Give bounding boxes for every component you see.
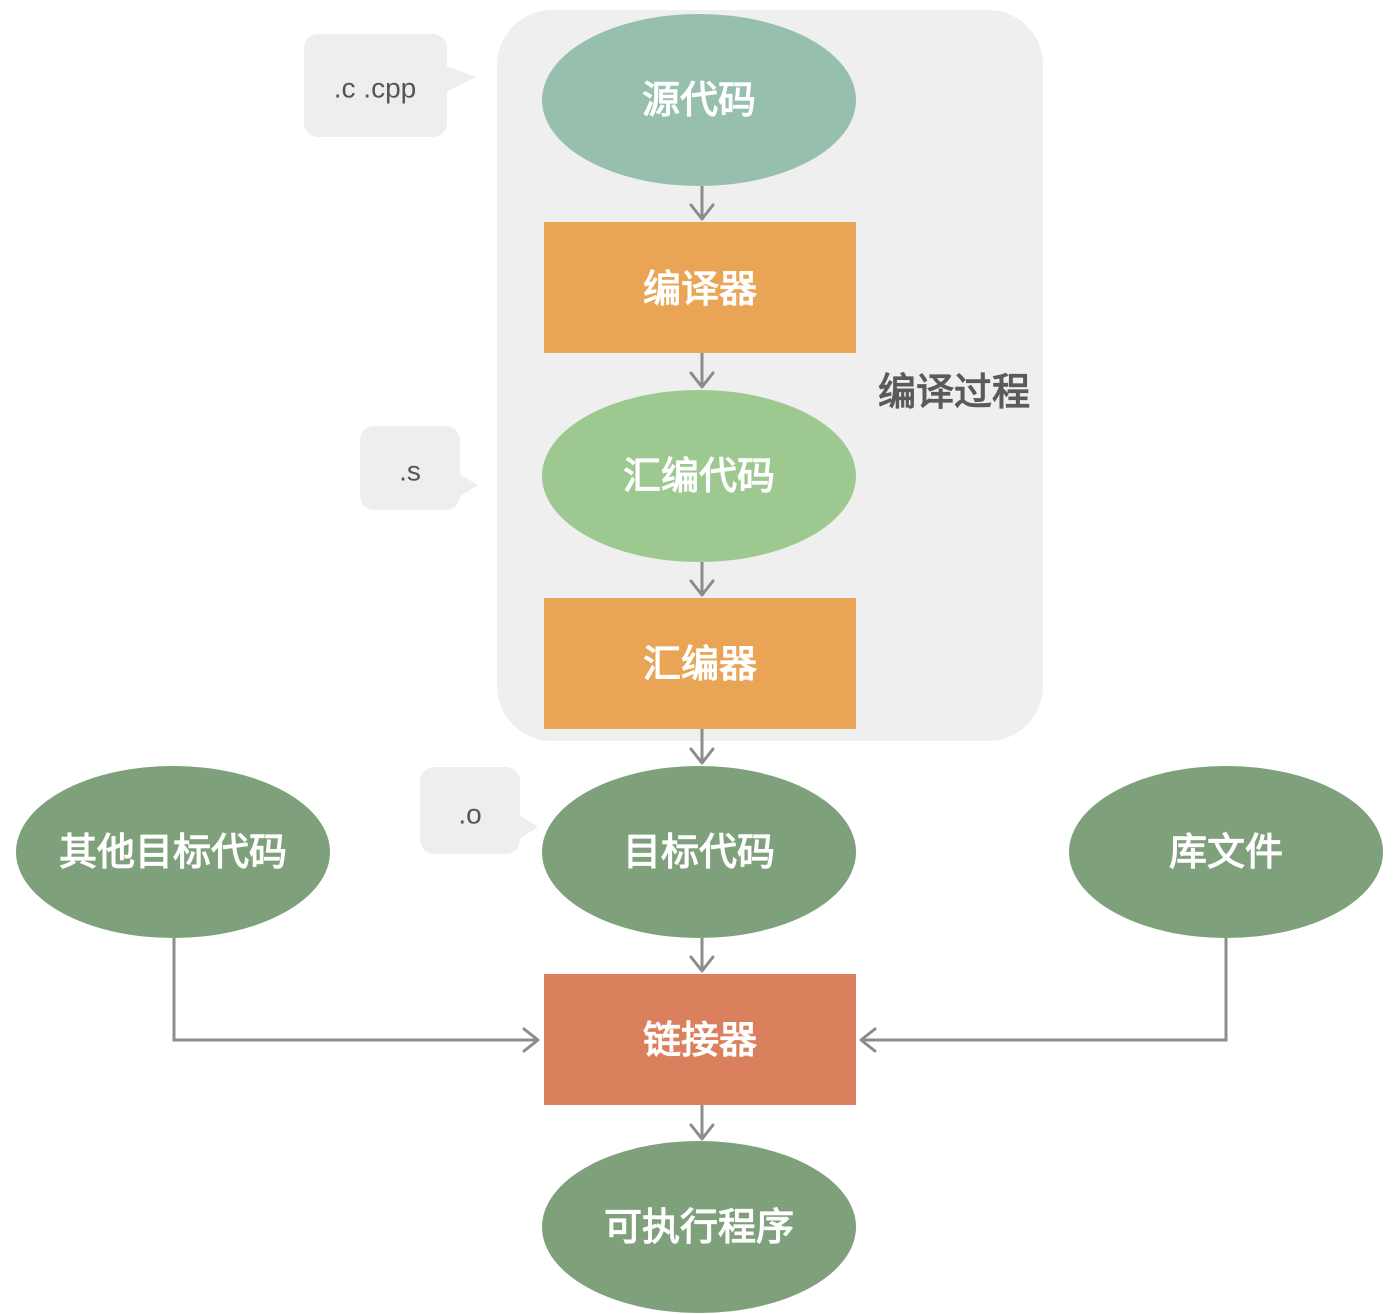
arrowhead-linker-top <box>689 955 715 973</box>
callout-obj-ext: .o <box>420 767 538 854</box>
node-other-object-code: 其他目标代码 <box>16 766 330 938</box>
edges <box>172 186 1228 1141</box>
arrowhead-linker-right <box>859 1027 877 1053</box>
compile-process-group <box>497 10 1043 741</box>
arrowhead-object-code <box>689 747 715 765</box>
node-library-files: 库文件 <box>1069 766 1383 938</box>
arrowhead-compiler <box>689 203 715 221</box>
arrowhead-assembler <box>689 579 715 597</box>
edge-other-objects-to-linker <box>172 938 538 1042</box>
node-executable-label: 可执行程序 <box>604 1205 794 1249</box>
arrowhead-executable <box>689 1123 715 1141</box>
arrowhead-asm-code <box>689 371 715 389</box>
node-other-object-code-label: 其他目标代码 <box>59 830 287 874</box>
callout-source-ext-label: .c .cpp <box>334 73 416 104</box>
compile-process-group-label: 编译过程 <box>878 370 1030 414</box>
edge-library-to-linker <box>861 938 1228 1042</box>
node-source-code: 源代码 <box>542 14 856 186</box>
node-library-files-label: 库文件 <box>1169 830 1283 874</box>
node-assembler: 汇编器 <box>544 598 856 729</box>
callout-asm-ext: .s <box>360 426 478 510</box>
node-linker-label: 链接器 <box>643 1018 758 1062</box>
node-object-code: 目标代码 <box>542 766 856 938</box>
node-compiler-label: 编译器 <box>643 267 758 311</box>
node-source-code-label: 源代码 <box>642 78 756 122</box>
arrowhead-linker-left <box>522 1027 540 1053</box>
node-assembly-code: 汇编代码 <box>542 390 856 562</box>
callout-source-ext: .c .cpp <box>304 34 476 137</box>
node-assembler-label: 汇编器 <box>643 642 758 686</box>
callout-asm-ext-label: .s <box>399 456 421 487</box>
node-linker: 链接器 <box>544 974 856 1105</box>
node-assembly-code-label: 汇编代码 <box>623 454 775 498</box>
node-executable: 可执行程序 <box>542 1141 856 1313</box>
node-object-code-label: 目标代码 <box>623 830 775 874</box>
callout-obj-ext-label: .o <box>458 799 481 830</box>
node-compiler: 编译器 <box>544 222 856 353</box>
